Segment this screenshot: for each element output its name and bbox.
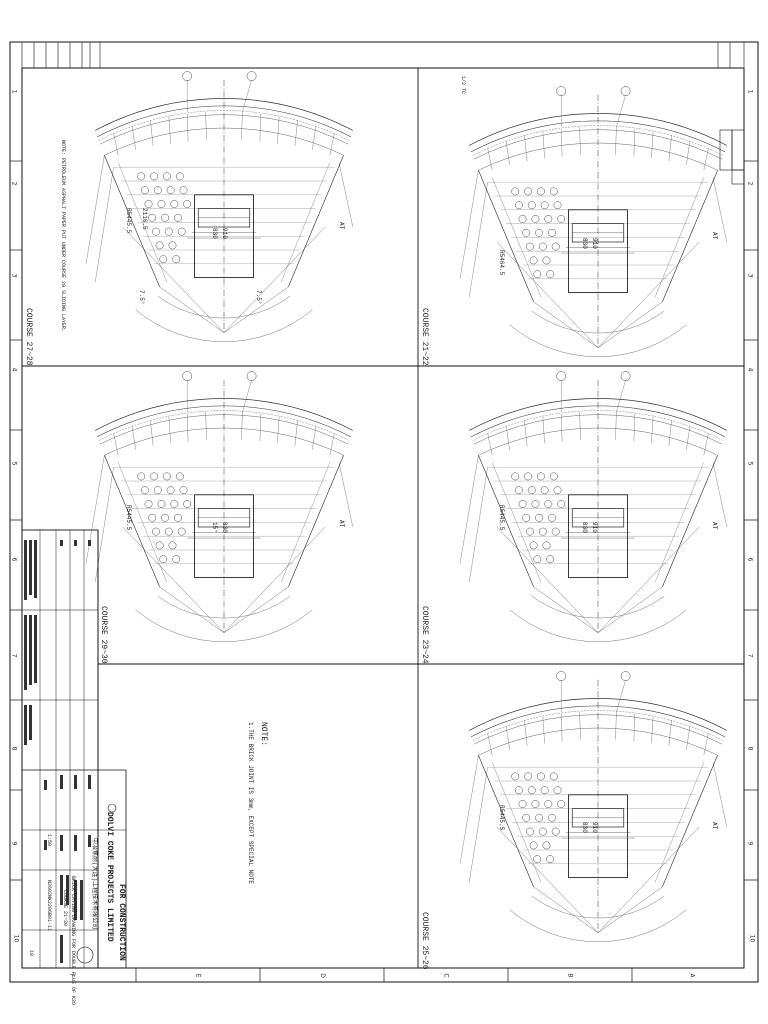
dim-at: AT — [338, 222, 345, 230]
border-number: 6 — [746, 557, 754, 562]
dim-radius: R5445.5 — [498, 805, 505, 831]
border-number: 8 — [10, 746, 18, 751]
dim-at: AT — [711, 822, 718, 830]
border-number: 10 — [748, 934, 756, 943]
course-label-29-30: COURSE 29~30 — [99, 606, 108, 664]
drawing-scale: 1:50 — [46, 834, 52, 847]
dim-830: 15° — [211, 522, 218, 533]
dim-radius: R5445.5 — [498, 505, 505, 531]
course-label-27-28: COURSE 27~28 — [24, 308, 33, 366]
dim-radius: R5464.5 — [498, 250, 505, 276]
border-number: 4 — [746, 367, 754, 372]
border-number: 1 — [10, 89, 18, 94]
dim-910: 910 — [221, 228, 228, 239]
designer-name: 中冶焦耐(大连)工程技术有限公司 — [91, 838, 98, 930]
border-number: 2 — [746, 181, 754, 186]
drawing-title: BRICK LAYING DRAWING FOR DOUBLE FLUE OF … — [70, 876, 76, 1006]
drawing-subtitle: COURSE 21~30 — [62, 890, 68, 927]
course-label-25-26: COURSE 25~26 — [420, 912, 429, 970]
border-number: 1 — [746, 89, 754, 94]
border-letter: B — [566, 973, 574, 978]
title-block — [21, 529, 127, 969]
note-title: NOTE: — [259, 722, 268, 747]
dim-830: 830 — [581, 238, 588, 249]
border-number: 9 — [746, 841, 754, 846]
border-letter: E — [194, 973, 202, 978]
dim-830: 830 — [211, 228, 218, 239]
dim-910: 910 — [591, 238, 598, 249]
sector-course-21-22 — [459, 86, 728, 358]
company-name: DOLVI COKE PROJECTS LIMITED — [105, 812, 114, 942]
border-letter: C — [442, 973, 450, 978]
border-number: 10 — [12, 934, 20, 943]
panel-note: NOTE: PETROLEUM ASPHALT PAPER PUT UNDER … — [60, 140, 66, 333]
border-number: 3 — [746, 273, 754, 278]
sheet-number: 10 — [28, 950, 34, 957]
sector-course-27-28 — [85, 71, 354, 343]
dim-910: 910 — [591, 822, 598, 833]
dim-830: 830 — [581, 822, 588, 833]
note-text: 1.THE BRICK JOINT IS 3mm, EXCEPT SPECIAL… — [247, 722, 254, 885]
dim-angle: 7.5° — [255, 290, 262, 305]
dim-length: 2116.5 — [141, 208, 148, 230]
border-number: 7 — [10, 653, 18, 658]
border-number: 5 — [746, 461, 754, 466]
dim-830: 830 — [581, 522, 588, 533]
dim-at: AT — [711, 232, 718, 240]
border-number: 9 — [10, 841, 18, 846]
border-number: 6 — [10, 557, 18, 562]
stamp-for-construction: FOR CONSTRUCTION — [117, 884, 126, 961]
border-number: 5 — [10, 461, 18, 466]
drawing-number: N2602NK2206B01-11 — [46, 880, 52, 932]
revision-table — [24, 540, 91, 963]
dim-910: 910 — [591, 522, 598, 533]
border-number: 7 — [746, 653, 754, 658]
dim-angle: 7.5° — [138, 290, 145, 305]
dim-radius: R5445.5 — [125, 208, 132, 234]
course-label-23-24: COURSE 23~24 — [420, 606, 429, 664]
dim-at: AT — [338, 520, 345, 528]
course-label-21-22: COURSE 21~22 — [420, 308, 429, 366]
border-letter: A — [688, 973, 696, 978]
border-letter: D — [318, 973, 326, 978]
border-number: 8 — [746, 746, 754, 751]
border-number: 4 — [10, 367, 18, 372]
dim-at: AT — [711, 522, 718, 530]
border-number: 2 — [10, 181, 18, 186]
border-number: 3 — [10, 273, 18, 278]
dim-910: 830 — [221, 522, 228, 533]
dim-radius: R5445.5 — [125, 505, 132, 531]
dim-tc: 1/2 TC — [460, 76, 466, 95]
